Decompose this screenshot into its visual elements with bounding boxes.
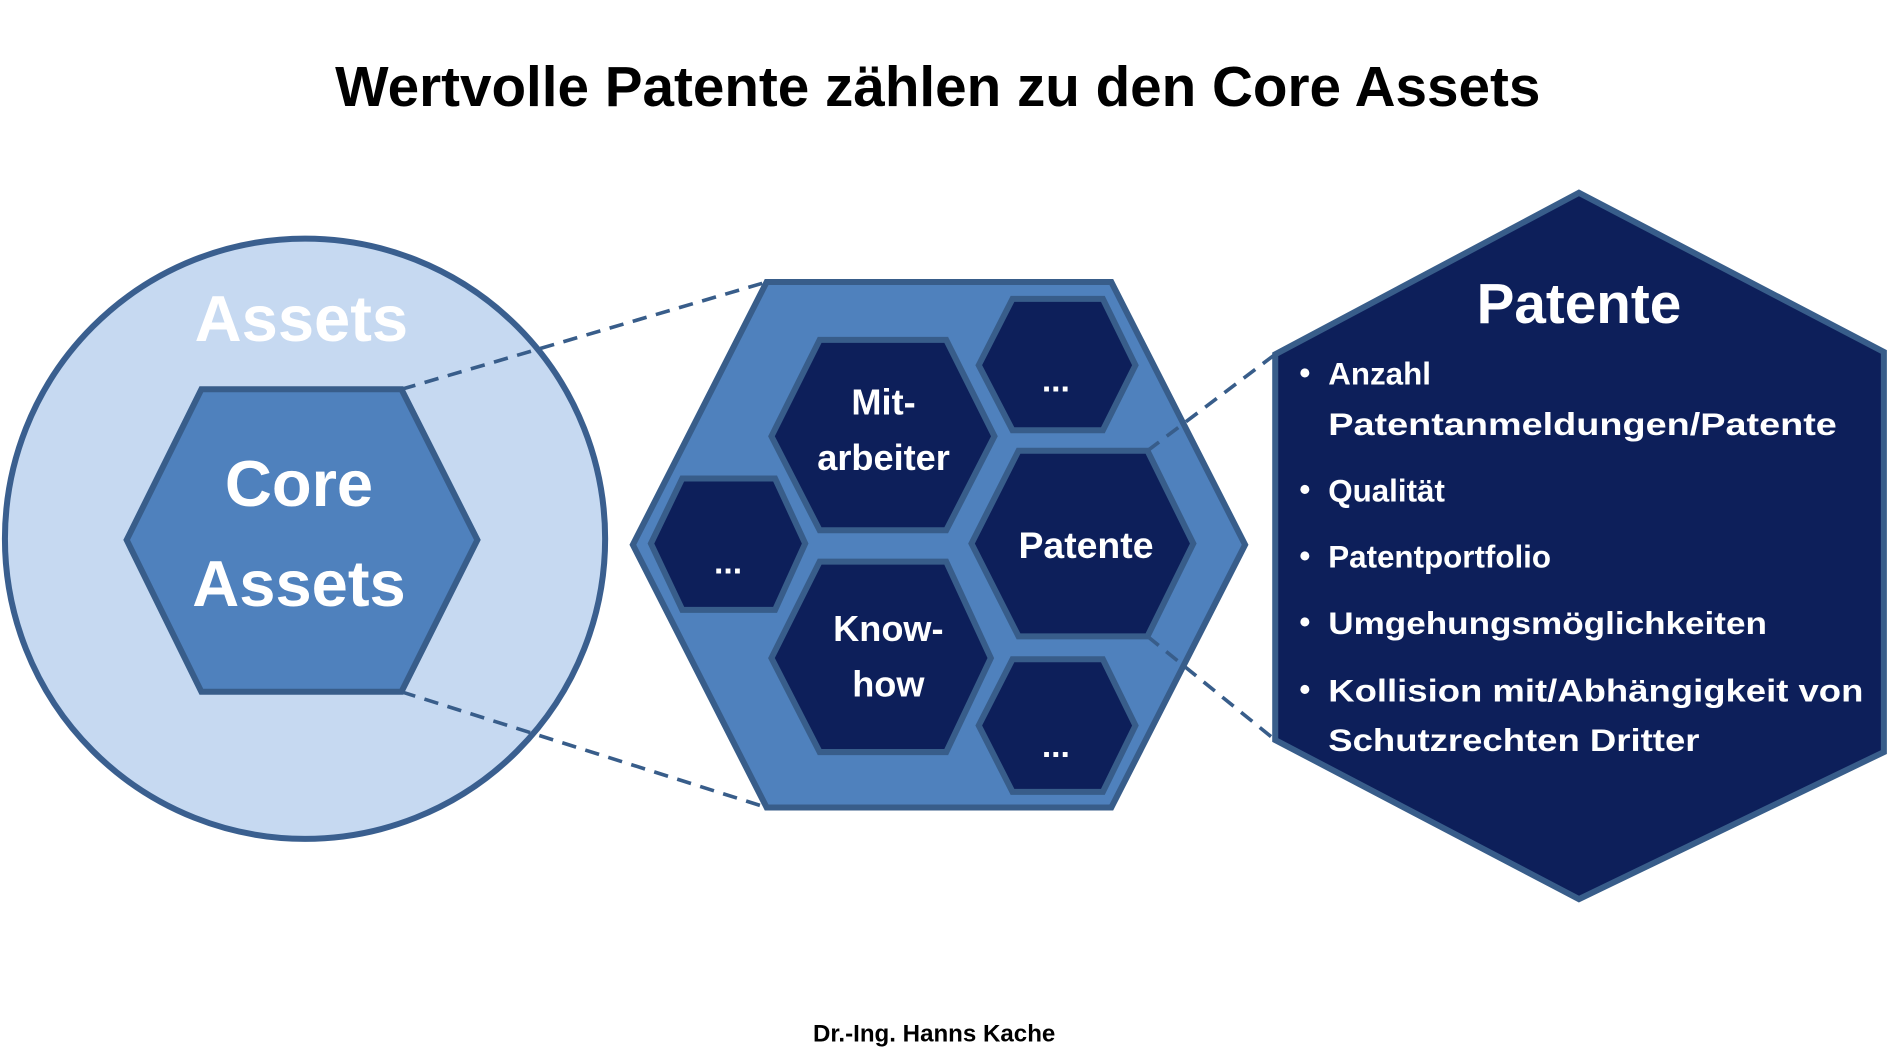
knowhow-label: Know-: [833, 608, 943, 649]
ellipsis-left: ...: [714, 544, 742, 582]
bullet-item: Umgehungsmöglichkeiten: [1328, 606, 1767, 641]
patente-hexagon: [968, 447, 1197, 640]
bullet-icon: •: [1299, 355, 1310, 390]
connector-line: [1146, 352, 1277, 453]
core-assets-label: Assets: [192, 547, 405, 620]
connector-line: [400, 280, 768, 392]
bullet-icon: •: [1299, 538, 1310, 573]
assets-label: Assets: [195, 282, 408, 355]
author-footer: Dr.-Ing. Hanns Kache: [813, 1020, 1055, 1047]
bullet-icon: •: [1299, 672, 1310, 707]
bullet-icon: •: [1299, 472, 1310, 507]
page-title: Wertvolle Patente zählen zu den Core Ass…: [335, 56, 1540, 119]
patente-bullet-list: • Anzahl Patentanmeldungen/Patente • Qua…: [1299, 355, 1863, 758]
mitarbeiter-label: arbeiter: [817, 437, 950, 478]
patente-detail-hexagon: [1272, 189, 1887, 903]
knowhow-label: how: [852, 664, 925, 705]
core-label: Core: [225, 447, 373, 520]
ellipsis-hexagon-bottom: [975, 656, 1139, 795]
patente-heading: Patente: [1477, 273, 1682, 336]
connector-line: [1146, 634, 1277, 742]
ellipsis-hexagon-left: [647, 475, 809, 613]
core-assets-hexagon: [123, 386, 481, 695]
bullet-item: Kollision mit/Abhängigkeit von: [1328, 673, 1863, 708]
mitarbeiter-label: Mit-: [851, 382, 915, 423]
bullet-item: Patentanmeldungen/Patente: [1328, 407, 1837, 442]
ellipsis-bottom: ...: [1042, 727, 1070, 765]
knowhow-hexagon: [768, 558, 995, 756]
ellipsis-hexagon-top: [975, 295, 1139, 434]
bullet-icon: •: [1299, 605, 1310, 640]
connector-line: [400, 690, 768, 810]
bullet-item: Schutzrechten Dritter: [1328, 723, 1699, 758]
mitarbeiter-hexagon: [768, 336, 998, 534]
ellipsis-top: ...: [1042, 362, 1070, 400]
bullet-item: Patentportfolio: [1328, 540, 1551, 575]
patente-label: Patente: [1019, 524, 1154, 566]
bullet-item: Anzahl: [1328, 356, 1431, 391]
bullet-item: Qualität: [1328, 473, 1445, 508]
